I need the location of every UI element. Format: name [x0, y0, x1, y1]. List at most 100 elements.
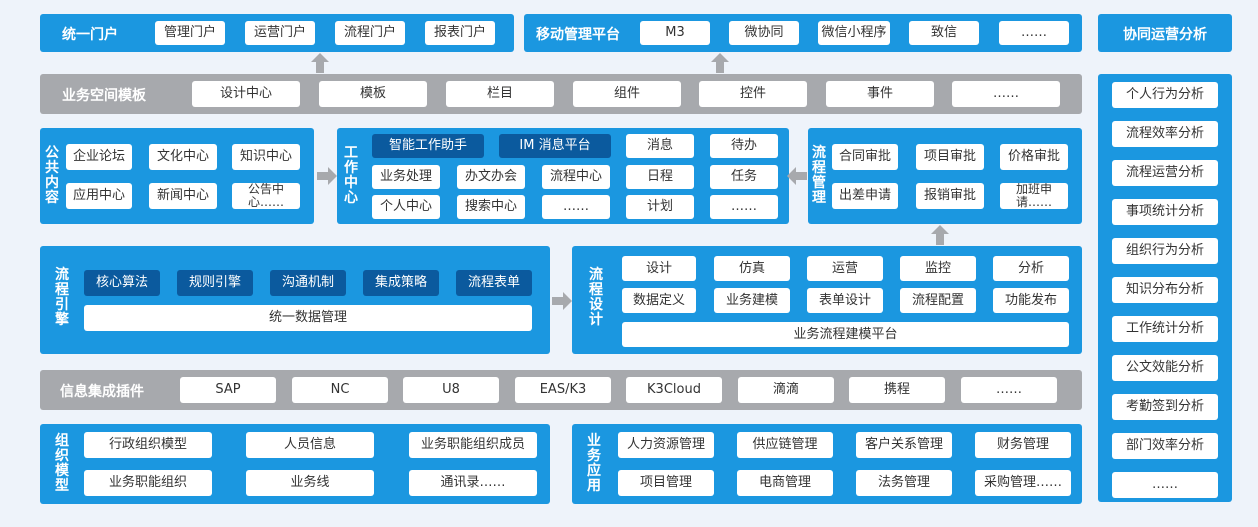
analysis-title-panel: 协同运营分析: [1098, 14, 1232, 52]
portal-item-operations[interactable]: 运营门户: [245, 21, 315, 45]
org-item-function-org[interactable]: 业务职能组织: [84, 470, 212, 496]
design-item-data-def[interactable]: 数据定义: [622, 288, 696, 313]
org-item-business-line[interactable]: 业务线: [246, 470, 374, 496]
analysis-item-knowledge[interactable]: 知识分布分析: [1112, 277, 1218, 303]
design-item-modeling[interactable]: 业务建模: [714, 288, 790, 313]
engine-item-communication[interactable]: 沟通机制: [270, 270, 346, 296]
design-item-analysis[interactable]: 分析: [993, 256, 1069, 281]
analysis-item-flow-efficiency[interactable]: 流程效率分析: [1112, 121, 1218, 147]
mobile-item-mini-program[interactable]: 微信小程序: [818, 21, 890, 45]
work-item-flow-center[interactable]: 流程中心: [542, 165, 610, 189]
analysis-item-flow-operation[interactable]: 流程运营分析: [1112, 160, 1218, 186]
analysis-item-matter-stats[interactable]: 事项统计分析: [1112, 199, 1218, 225]
design-item-operation[interactable]: 运营: [807, 256, 883, 281]
app-item-legal[interactable]: 法务管理: [856, 470, 952, 496]
template-item-more[interactable]: ……: [952, 81, 1060, 107]
design-item-simulation[interactable]: 仿真: [714, 256, 790, 281]
work-item-office[interactable]: 办文办会: [457, 165, 525, 189]
engine-item-algorithm[interactable]: 核心算法: [84, 270, 160, 296]
org-item-function-members[interactable]: 业务职能组织成员: [409, 432, 537, 458]
flow-item-contract[interactable]: 合同审批: [832, 144, 898, 170]
template-item-component[interactable]: 组件: [573, 81, 681, 107]
work-item-im-platform[interactable]: IM 消息平台: [499, 134, 611, 158]
plugin-item-more[interactable]: ……: [961, 377, 1057, 403]
design-item-config[interactable]: 流程配置: [900, 288, 976, 313]
public-item-knowledge[interactable]: 知识中心: [232, 144, 300, 170]
design-item-design[interactable]: 设计: [622, 256, 696, 281]
plugin-item-u8[interactable]: U8: [403, 377, 499, 403]
analysis-item-more[interactable]: ……: [1112, 472, 1218, 498]
flow-item-reimburse[interactable]: 报销审批: [916, 183, 984, 209]
analysis-item-document[interactable]: 公文效能分析: [1112, 355, 1218, 381]
work-item-message[interactable]: 消息: [626, 134, 694, 158]
public-item-apps[interactable]: 应用中心: [66, 183, 132, 209]
analysis-item-personal[interactable]: 个人行为分析: [1112, 82, 1218, 108]
template-item-event[interactable]: 事件: [826, 81, 934, 107]
app-item-ecommerce[interactable]: 电商管理: [737, 470, 833, 496]
template-item-design-center[interactable]: 设计中心: [192, 81, 300, 107]
mobile-item-zhixin[interactable]: 致信: [909, 21, 979, 45]
flow-engine-title: 流程引擎: [55, 267, 69, 328]
mobile-item-m3[interactable]: M3: [640, 21, 710, 45]
template-item-control[interactable]: 控件: [699, 81, 807, 107]
analysis-item-work-stats[interactable]: 工作统计分析: [1112, 316, 1218, 342]
work-item-plan[interactable]: 计划: [626, 195, 694, 219]
plugins-title: 信息集成插件: [60, 384, 144, 400]
flow-item-overtime[interactable]: 加班申请……: [1000, 183, 1068, 209]
org-item-contacts[interactable]: 通讯录……: [409, 470, 537, 496]
flow-item-project[interactable]: 项目审批: [916, 144, 984, 170]
work-item-ai-assistant[interactable]: 智能工作助手: [372, 134, 484, 158]
template-item-template[interactable]: 模板: [319, 81, 427, 107]
app-item-supply-chain[interactable]: 供应链管理: [737, 432, 833, 458]
work-item-more-2[interactable]: ……: [710, 195, 778, 219]
work-item-task[interactable]: 任务: [710, 165, 778, 189]
design-item-publish[interactable]: 功能发布: [993, 288, 1069, 313]
engine-unified-data-bar[interactable]: 统一数据管理: [84, 305, 532, 331]
app-item-finance[interactable]: 财务管理: [975, 432, 1071, 458]
analysis-item-org-behavior[interactable]: 组织行为分析: [1112, 238, 1218, 264]
app-item-hr[interactable]: 人力资源管理: [618, 432, 714, 458]
engine-item-integration[interactable]: 集成策略: [363, 270, 439, 296]
public-item-culture[interactable]: 文化中心: [149, 144, 217, 170]
public-item-notice[interactable]: 公告中心……: [232, 183, 300, 209]
work-item-business[interactable]: 业务处理: [372, 165, 440, 189]
plugin-item-ctrip[interactable]: 携程: [849, 377, 945, 403]
portal-item-process[interactable]: 流程门户: [335, 21, 405, 45]
work-item-schedule[interactable]: 日程: [626, 165, 694, 189]
org-item-admin-model[interactable]: 行政组织模型: [84, 432, 212, 458]
plugin-item-sap[interactable]: SAP: [180, 377, 276, 403]
analysis-item-department[interactable]: 部门效率分析: [1112, 433, 1218, 459]
work-item-search[interactable]: 搜索中心: [457, 195, 525, 219]
public-item-forum[interactable]: 企业论坛: [66, 144, 132, 170]
plugin-item-k3cloud[interactable]: K3Cloud: [626, 377, 722, 403]
engine-item-rules[interactable]: 规则引擎: [177, 270, 253, 296]
portal-item-admin[interactable]: 管理门户: [155, 21, 225, 45]
portal-item-report[interactable]: 报表门户: [425, 21, 495, 45]
unified-portal-panel: 统一门户 管理门户 运营门户 流程门户 报表门户: [40, 14, 514, 52]
plugin-item-eas-k3[interactable]: EAS/K3: [515, 377, 611, 403]
plugin-item-nc[interactable]: NC: [292, 377, 388, 403]
mobile-item-more[interactable]: ……: [999, 21, 1069, 45]
business-apps-title: 业务应用: [587, 433, 601, 494]
work-item-todo[interactable]: 待办: [710, 134, 778, 158]
app-item-procurement[interactable]: 采购管理……: [975, 470, 1071, 496]
design-item-monitor[interactable]: 监控: [900, 256, 976, 281]
analysis-list-panel: 个人行为分析 流程效率分析 流程运营分析 事项统计分析 组织行为分析 知识分布分…: [1098, 74, 1232, 502]
app-item-project[interactable]: 项目管理: [618, 470, 714, 496]
mobile-item-wechat-collab[interactable]: 微协同: [729, 21, 799, 45]
org-item-personnel[interactable]: 人员信息: [246, 432, 374, 458]
analysis-item-attendance[interactable]: 考勤签到分析: [1112, 394, 1218, 420]
plugin-item-didi[interactable]: 滴滴: [738, 377, 834, 403]
app-item-crm[interactable]: 客户关系管理: [856, 432, 952, 458]
work-item-more[interactable]: ……: [542, 195, 610, 219]
template-item-column[interactable]: 栏目: [446, 81, 554, 107]
public-item-news[interactable]: 新闻中心: [149, 183, 217, 209]
design-item-form-design[interactable]: 表单设计: [807, 288, 883, 313]
flow-item-travel[interactable]: 出差申请: [832, 183, 898, 209]
flow-item-price[interactable]: 价格审批: [1000, 144, 1068, 170]
design-modeling-platform-bar[interactable]: 业务流程建模平台: [622, 322, 1069, 347]
mobile-platform-panel: 移动管理平台 M3 微协同 微信小程序 致信 ……: [524, 14, 1082, 52]
work-item-personal[interactable]: 个人中心: [372, 195, 440, 219]
public-content-panel: 公共内容 企业论坛 文化中心 知识中心 应用中心 新闻中心 公告中心……: [40, 128, 314, 224]
engine-item-form[interactable]: 流程表单: [456, 270, 532, 296]
